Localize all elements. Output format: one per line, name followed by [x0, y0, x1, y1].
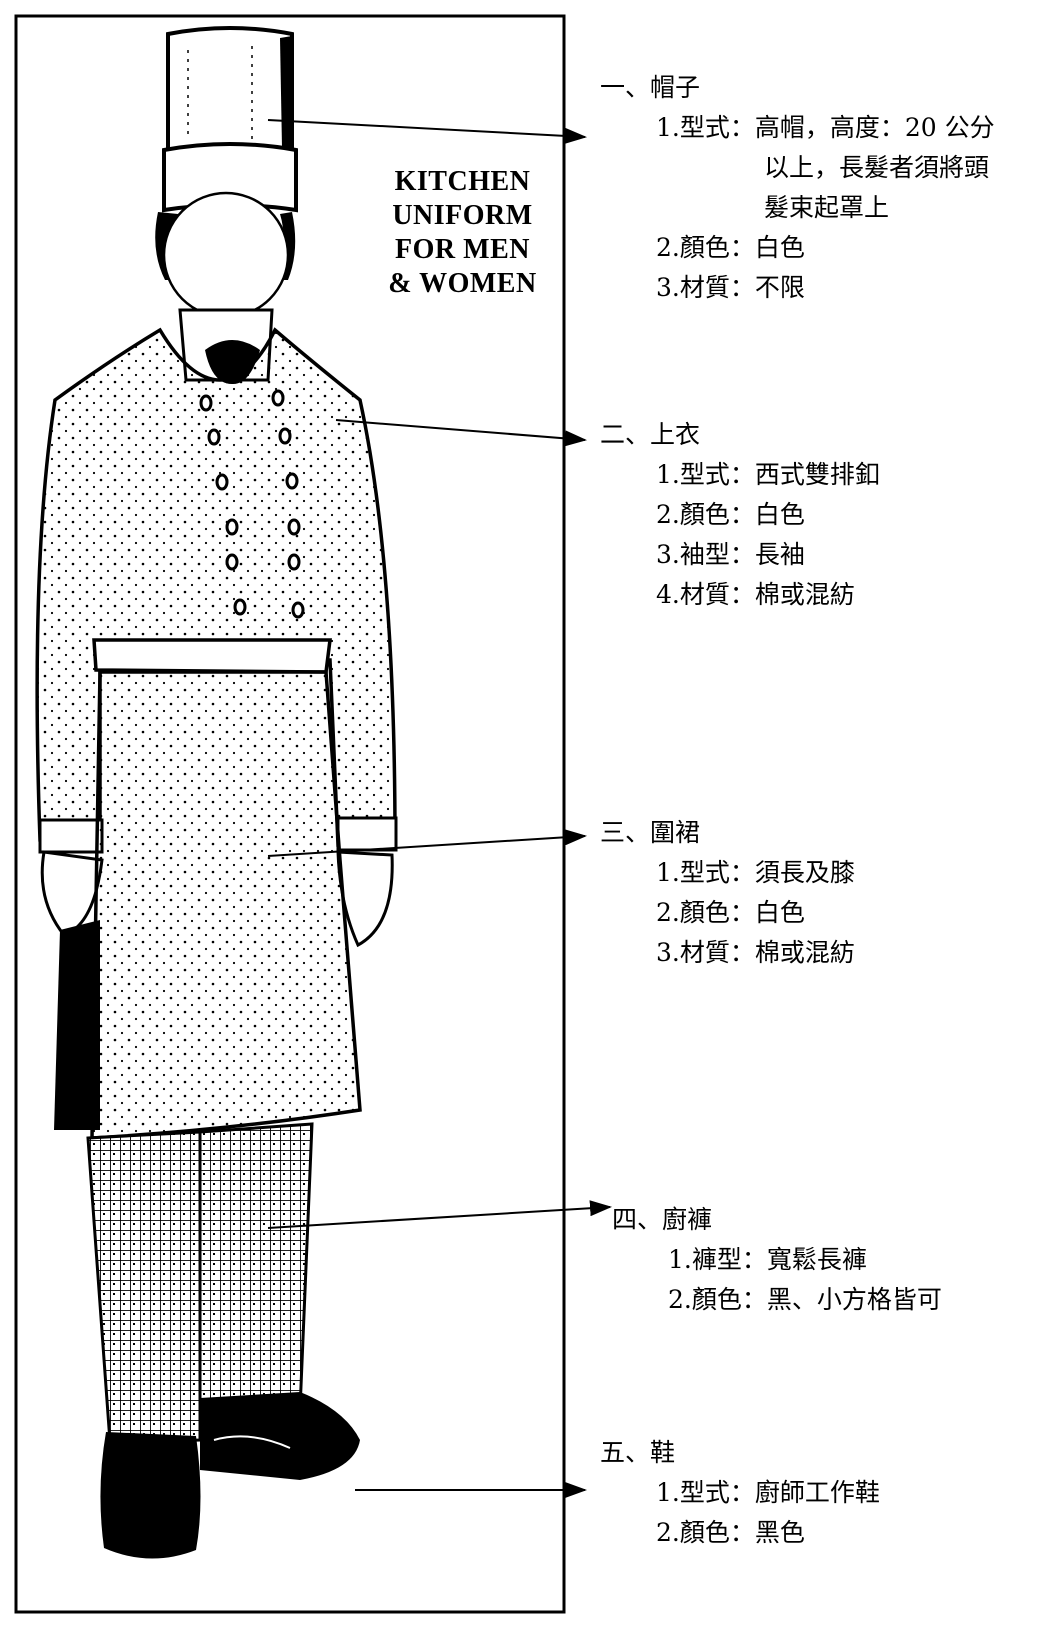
chef-hat: [166, 26, 294, 152]
section-pants: 四、廚褲 1.褲型：寬鬆長褲 2.顏色：黑、小方格皆可: [612, 1200, 1042, 1320]
spec-item: 2.顏色：黑色: [656, 1518, 805, 1547]
spec-item: 2.顏色：白色: [656, 500, 805, 529]
chef-figure: [35, 26, 398, 1559]
title-line: & WOMEN: [388, 268, 537, 299]
arrow-apron: [267, 829, 587, 857]
spec-item: 1.型式：須長及膝: [656, 858, 855, 887]
spec-item: 2.顏色：黑、小方格皆可: [668, 1285, 942, 1314]
spec-item: 3.材質：棉或混紡: [656, 938, 855, 967]
leader-arrows: [267, 119, 612, 1498]
section-heading: 五、鞋: [600, 1438, 676, 1467]
spec-item: 髮束起罩上: [764, 193, 890, 222]
spec-item: 1.型式：廚師工作鞋: [656, 1478, 880, 1507]
title-line: FOR MEN: [395, 234, 530, 265]
chef-shoe-right: [200, 1392, 360, 1480]
spec-item: 3.材質：不限: [656, 273, 805, 302]
title-line: KITCHEN: [394, 166, 531, 197]
section-heading: 二、上衣: [600, 420, 701, 449]
arrow-pants: [267, 1200, 612, 1229]
spec-item: 以上，長髮者須將頭: [764, 153, 990, 182]
spec-item: 1.型式：西式雙排釦: [656, 460, 880, 489]
apron-waistband: [92, 638, 332, 674]
arrow-hat: [267, 119, 587, 144]
spec-item: 1.型式：高帽，高度：20 公分: [656, 113, 995, 142]
illustration-frame: [14, 14, 566, 1614]
jacket-buttons: [199, 389, 305, 619]
apron: [90, 670, 362, 1140]
section-heading: 一、帽子: [600, 73, 701, 102]
spec-item: 2.顏色：白色: [656, 898, 805, 927]
face-outline: [162, 191, 290, 319]
section-jacket: 二、上衣 1.型式：西式雙排釦 2.顏色：白色 3.袖型：長袖 4.材質：棉或混…: [600, 415, 1040, 615]
chef-jacket: [35, 327, 397, 847]
section-hat: 一、帽子 1.型式：高帽，高度：20 公分 以上，長髮者須將頭 髮束起罩上 2.…: [600, 68, 1040, 308]
section-apron: 三、圍裙 1.型式：須長及膝 2.顏色：白色 3.材質：棉或混紡: [600, 813, 1040, 973]
chef-shoe-left: [100, 1432, 201, 1559]
section-heading: 四、廚褲: [612, 1205, 713, 1234]
section-heading: 三、圍裙: [600, 818, 701, 847]
section-shoes: 五、鞋 1.型式：廚師工作鞋 2.顏色：黑色: [600, 1433, 1040, 1553]
title-line: UNIFORM: [392, 200, 533, 231]
spec-item: 3.袖型：長袖: [656, 540, 805, 569]
spec-item: 1.褲型：寬鬆長褲: [668, 1245, 867, 1274]
spec-item: 2.顏色：白色: [656, 233, 805, 262]
chef-pants: [86, 1130, 202, 1444]
arrow-jacket: [335, 419, 587, 447]
spec-item: 4.材質：棉或混紡: [656, 580, 855, 609]
illustration-title: KITCHEN UNIFORM FOR MEN & WOMEN: [370, 165, 555, 301]
